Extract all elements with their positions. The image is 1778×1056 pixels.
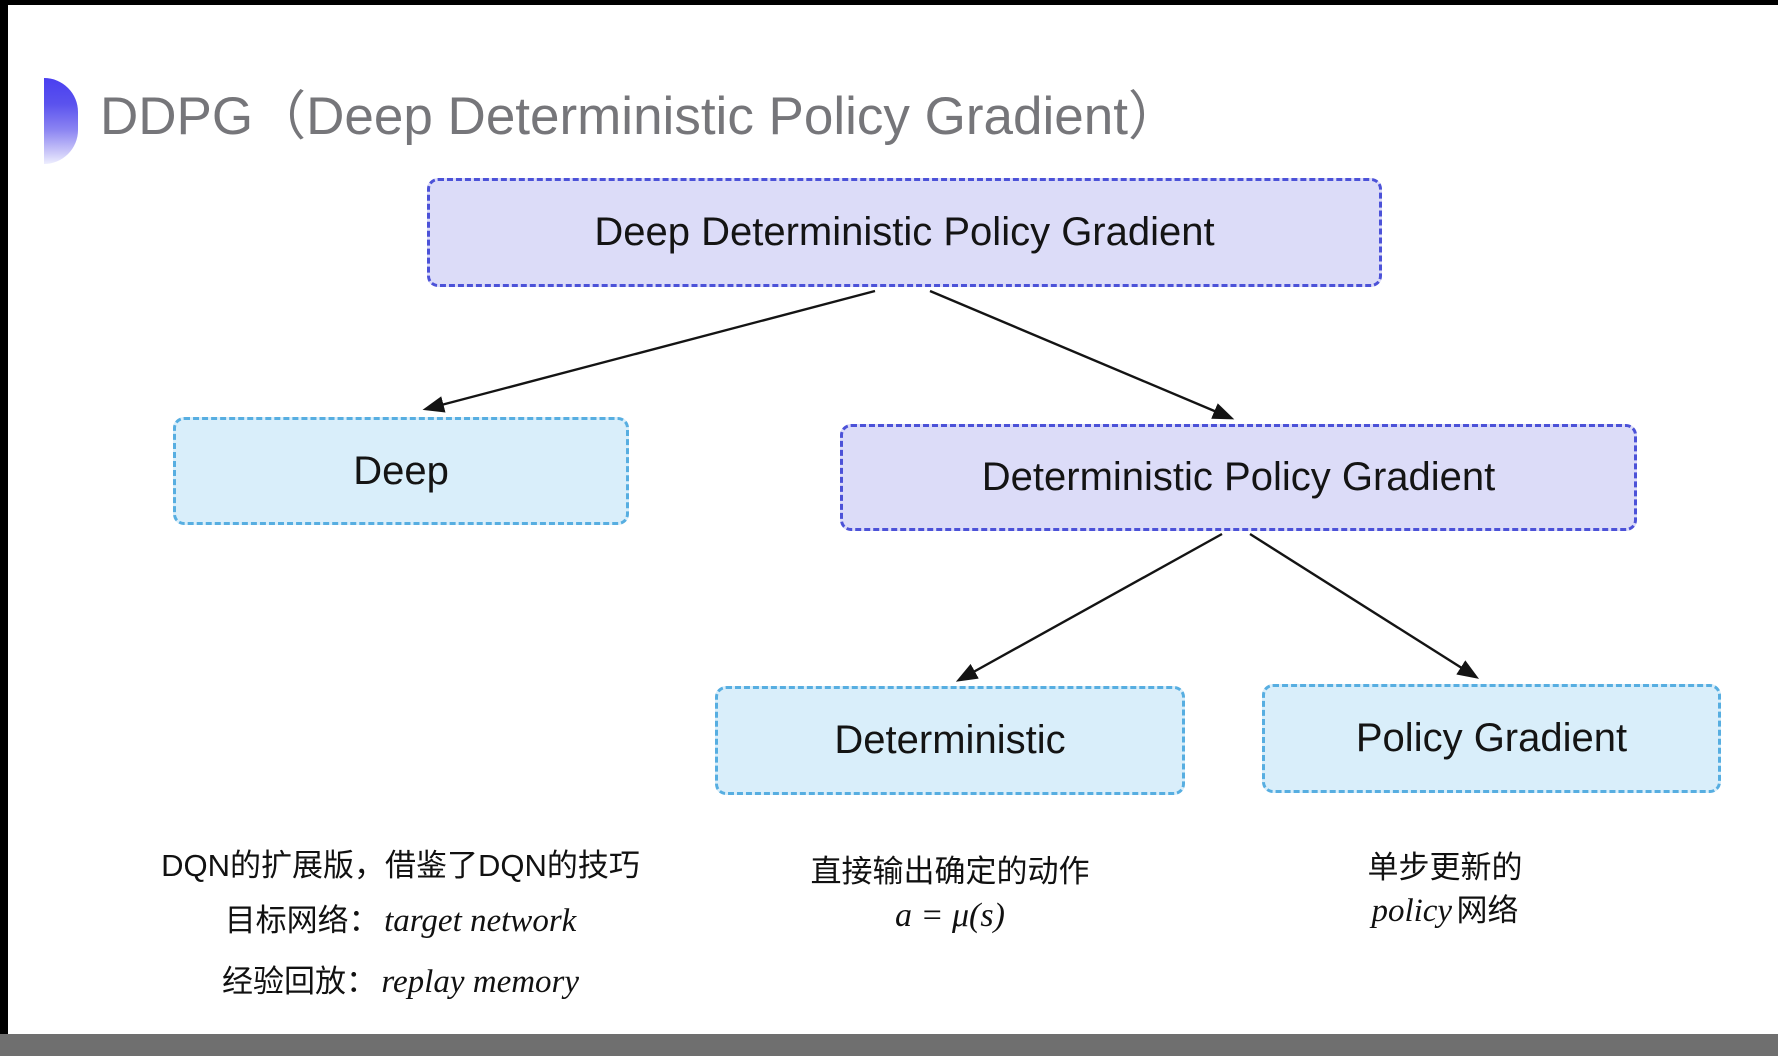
- bottom-gray-bar: [0, 1034, 1778, 1056]
- note-deep-line3-label: 经验回放：: [221, 964, 377, 999]
- note-policy-gradient-line2: policy 网络: [1295, 889, 1595, 938]
- node-label: Deterministic Policy Gradient: [981, 455, 1496, 499]
- note-deep-line1: DQN的扩展版，借鉴了DQN的技巧: [161, 848, 640, 883]
- note-policy-gradient-line2-en: policy: [1371, 893, 1453, 929]
- arrow-dpg-to-policy-gradient: [1249, 532, 1480, 679]
- note-deterministic-formula: a = μ(s): [895, 897, 1005, 934]
- node-label: Policy Gradient: [1355, 716, 1628, 760]
- note-deep-line2: 目标网络： target network: [143, 893, 658, 954]
- node-label: Deep Deterministic Policy Gradient: [594, 210, 1215, 254]
- page-title: DDPG（Deep Deterministic Policy Gradient）: [100, 87, 1181, 146]
- node-deep-deterministic-policy-gradient: Deep Deterministic Policy Gradient: [427, 178, 1382, 287]
- note-deep: DQN的扩展版，借鉴了DQN的技巧 目标网络： target network 经…: [143, 838, 658, 1015]
- node-deep: Deep: [173, 417, 629, 525]
- note-deep-line3: 经验回放： replay memory: [143, 954, 658, 1015]
- node-label: Deterministic: [834, 718, 1066, 762]
- node-deterministic-policy-gradient: Deterministic Policy Gradient: [840, 424, 1637, 531]
- note-deep-line3-value: replay memory: [381, 964, 580, 1000]
- arrow-root-to-deep: [422, 289, 876, 413]
- note-policy-gradient-line2-zh: 网络: [1456, 893, 1519, 928]
- note-deep-line2-label: 目标网络：: [224, 903, 380, 938]
- left-border-bar: [0, 0, 8, 1056]
- note-policy-gradient-line1: 单步更新的: [1367, 850, 1523, 885]
- arrow-root-to-dpg: [929, 289, 1235, 420]
- node-label: Deep: [353, 448, 449, 493]
- note-deep-line2-value: target network: [384, 903, 577, 939]
- node-deterministic: Deterministic: [715, 686, 1185, 795]
- arrow-dpg-to-deterministic: [955, 532, 1223, 682]
- note-deterministic: 直接输出确定的动作 a = μ(s): [760, 850, 1140, 938]
- top-border-bar: [0, 0, 1778, 5]
- note-policy-gradient: 单步更新的 policy 网络: [1295, 846, 1595, 938]
- note-deterministic-line1: 直接输出确定的动作: [810, 854, 1090, 889]
- node-policy-gradient: Policy Gradient: [1262, 684, 1721, 793]
